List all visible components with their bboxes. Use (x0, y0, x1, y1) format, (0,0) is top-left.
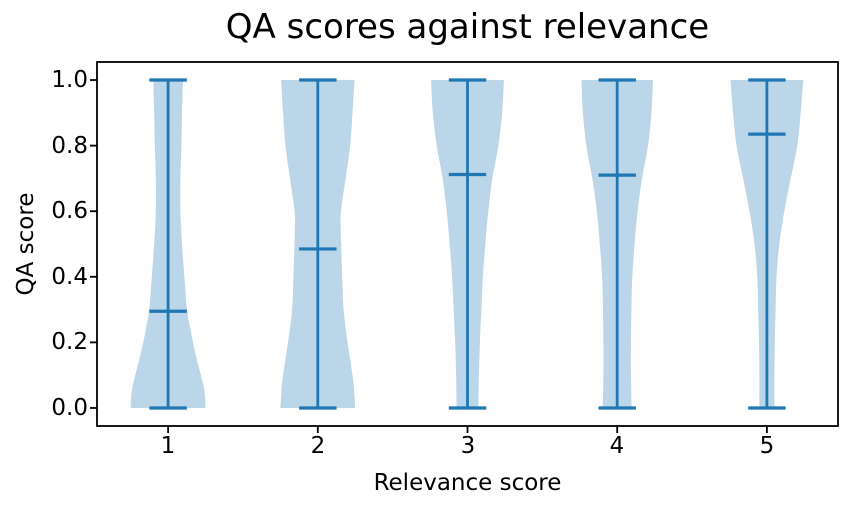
x-axis-label: Relevance score (373, 470, 562, 496)
x-tick-label-5: 5 (759, 433, 775, 459)
x-tick-label-4: 4 (609, 433, 625, 459)
y-tick-label-0.4: 0.4 (51, 264, 88, 290)
x-tick-label-2: 2 (310, 433, 326, 459)
y-axis-label: QA score (13, 192, 39, 296)
x-tick-label-1: 1 (160, 433, 176, 459)
y-tick-label-0.0: 0.0 (51, 395, 88, 421)
chart-title: QA scores against relevance (225, 7, 710, 47)
y-tick-label-0.2: 0.2 (51, 329, 88, 355)
y-tick-label-0.8: 0.8 (51, 133, 88, 159)
y-tick-label-0.6: 0.6 (51, 198, 88, 224)
y-tick-label-1.0: 1.0 (51, 67, 88, 93)
x-tick-label-3: 3 (460, 433, 476, 459)
